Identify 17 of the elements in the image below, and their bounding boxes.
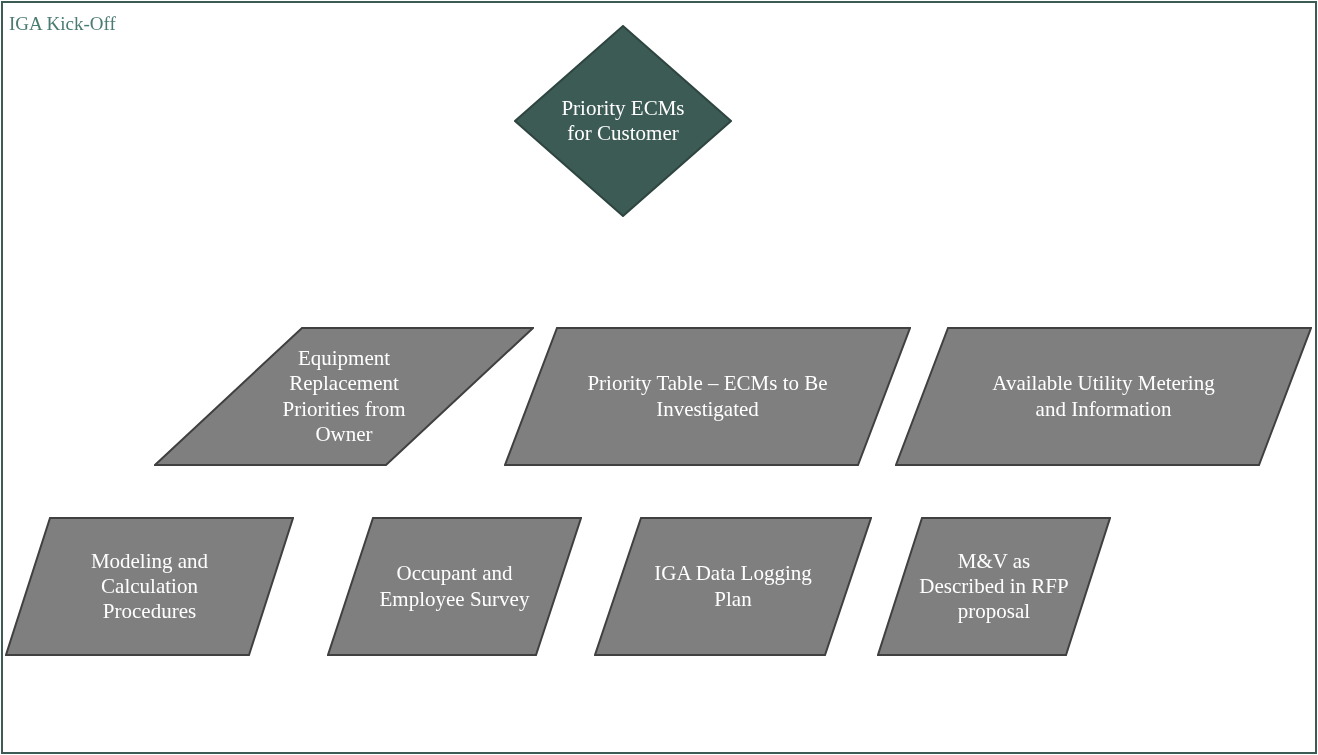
node-label: Modeling and Calculation Procedures <box>89 548 210 625</box>
node-label: Priority ECMs for Customer <box>560 95 686 147</box>
parallelogram-box <box>504 327 911 466</box>
node-label: IGA Data Logging Plan <box>653 561 813 612</box>
parallelogram-box <box>327 517 582 656</box>
parallelogram-box <box>594 517 872 656</box>
node-label: Priority Table – ECMs to Be Investigated <box>586 371 829 422</box>
panel-title: IGA Kick-Off <box>9 12 116 36</box>
node-label: Occupant and Employee Survey <box>378 561 531 612</box>
parallelogram-box <box>154 327 534 466</box>
node-label: Equipment Replacement Priorities from Owner <box>281 346 407 447</box>
node-label: Available Utility Metering and Information <box>991 371 1216 422</box>
parallelogram-box <box>877 517 1111 656</box>
node-label: M&V as Described in RFP proposal <box>919 548 1069 625</box>
parallelogram-box <box>895 327 1312 466</box>
parallelogram-box <box>5 517 294 656</box>
decision-diamond <box>514 25 732 217</box>
